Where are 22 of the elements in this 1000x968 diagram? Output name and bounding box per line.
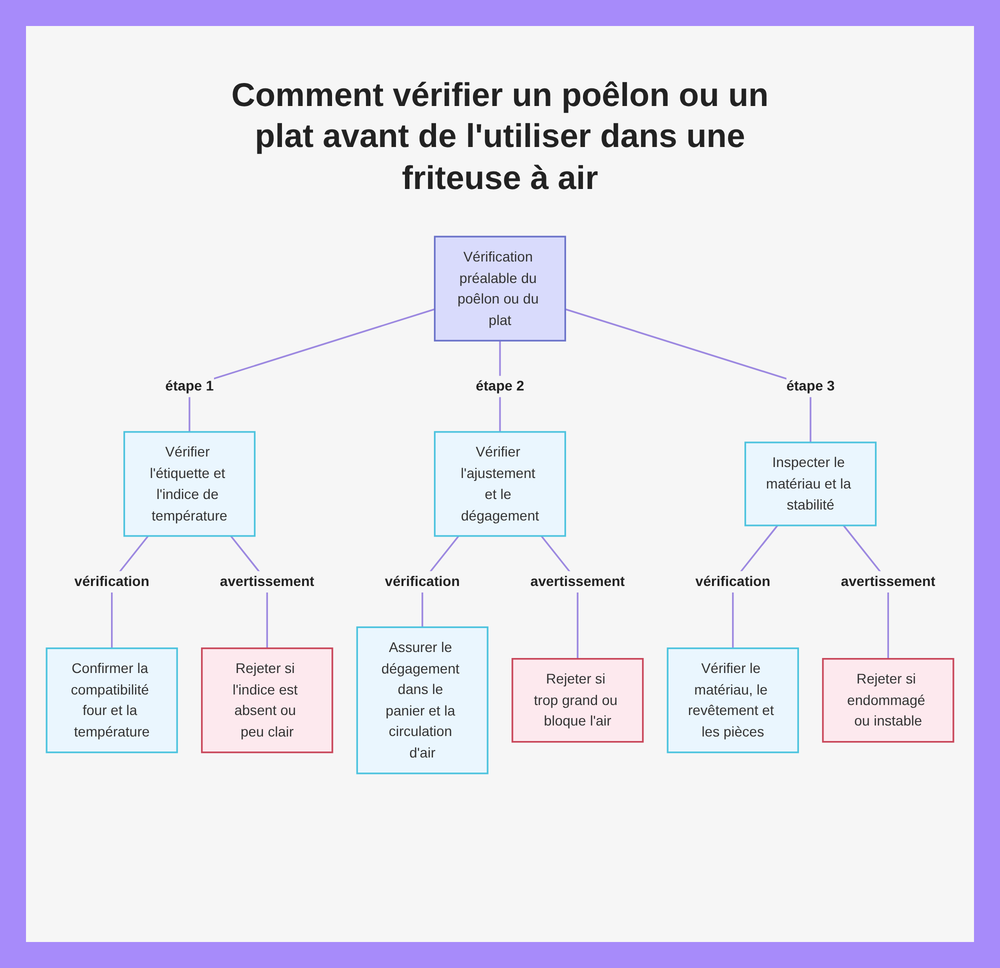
edge-label: étape 1 — [165, 378, 214, 394]
node-box: Rejeter si endommagé ou instable — [822, 658, 954, 743]
node-box: Inspecter le matériau et la stabilité — [744, 442, 877, 526]
edge-label: avertissement — [220, 574, 314, 590]
connector — [565, 308, 812, 442]
connector — [188, 308, 435, 432]
edge-label: étape 2 — [476, 378, 524, 394]
node-box: Vérifier l'ajustement et le dégagement — [434, 431, 566, 537]
edge-label: vérification — [695, 574, 770, 590]
node-box: Vérification préalable du poêlon ou du plat — [434, 236, 566, 342]
node-box: Rejeter si l'indice est absent ou peu clair — [201, 647, 334, 754]
title: Comment vérifier un poêlon ou un plat avant de l'utiliser dans une friteuse à air — [230, 75, 770, 198]
edge-label: vérification — [74, 574, 150, 590]
node-box: Vérifier l'étiquette et l'indice de température — [123, 431, 256, 537]
edge-label: vérification — [384, 574, 460, 590]
edge-label: étape 3 — [786, 378, 835, 394]
node-box: Vérifier le matériau, le revêtement et les pièces — [666, 647, 799, 754]
node-box: Rejeter si trop grand ou bloque l'air — [512, 658, 644, 743]
node-box: Confirmer la compatibilité four et la température — [46, 647, 178, 754]
node-box: Assurer le dégagement dans le panier et la circulation d'air — [356, 626, 488, 774]
edge-label: avertissement — [530, 574, 625, 590]
edge-label: avertissement — [840, 574, 936, 590]
